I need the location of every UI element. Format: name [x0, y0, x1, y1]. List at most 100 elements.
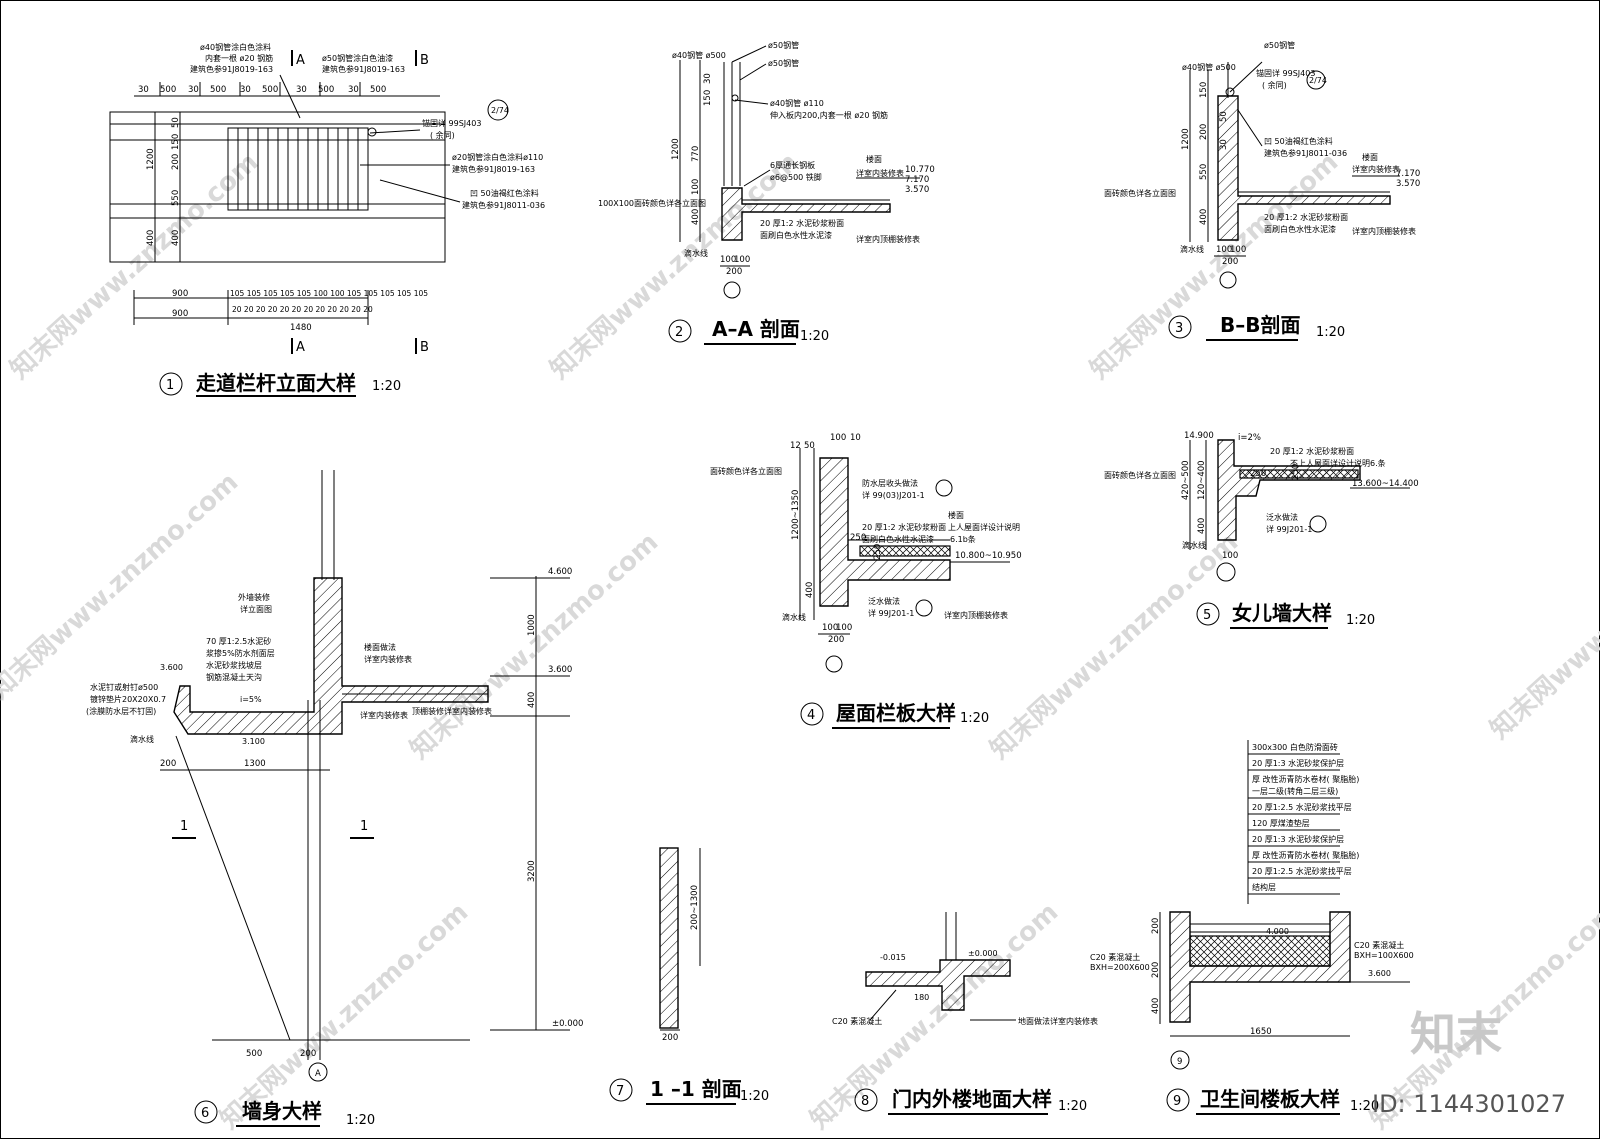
d6-dim: 1000	[527, 614, 537, 636]
title-num: 7	[616, 1084, 624, 1099]
railing-bars	[237, 128, 359, 210]
title-text: 门内外楼地面大样	[892, 1087, 1052, 1111]
d3-note: ø40钢管 ø500	[1182, 62, 1236, 72]
d2-note: ø40钢管 ø500	[672, 50, 726, 60]
title-num: 5	[1203, 608, 1211, 623]
d6-note: 滴水线	[130, 734, 154, 744]
detail-titles: 1 走道栏杆立面大样 1:20 2 A–A 剖面 1:20 3 B–B剖面 1:…	[159, 313, 1379, 1128]
d2-dim: 200	[726, 267, 742, 277]
title-detail-6: 6 墙身大样 1:20	[194, 1099, 375, 1128]
d5-dim: 250	[1250, 469, 1266, 479]
d3-dim: 200	[1222, 257, 1238, 267]
title-scale: 1:20	[1316, 325, 1345, 340]
title-detail-3: 3 B–B剖面 1:20	[1168, 313, 1345, 341]
title-scale: 1:20	[346, 1113, 375, 1128]
d3-note: 楼面	[1362, 152, 1378, 162]
title-num: 2	[675, 325, 683, 340]
d9-layer-list: 300x300 白色防滑面砖 20 厚1:3 水泥砂浆保护层 厚 改性沥青防水卷…	[1247, 740, 1359, 904]
d1-note: ø20钢管涂白色涂料ø110	[452, 152, 543, 162]
d9-note: 4.000	[1266, 927, 1289, 936]
d3-dim: 550	[1199, 164, 1209, 180]
d8-note: 地面做法详室内装修表	[1018, 1016, 1098, 1026]
title-num: 1	[166, 378, 174, 393]
d2-note: ø50钢管	[768, 58, 799, 68]
d5-dim: 100	[1222, 551, 1238, 561]
d4-dim: 250	[850, 533, 866, 543]
d1-ref-circle	[487, 99, 509, 121]
d4-axis-bubble	[825, 655, 843, 673]
d2-dim: 150	[703, 90, 713, 106]
d2-dim: 100	[734, 255, 750, 265]
d1-left-dim: 1200	[146, 148, 156, 170]
title-detail-2: 2 A–A 剖面 1:20	[668, 317, 829, 345]
d2-note: 100X100面砖颜色详各立面图	[598, 198, 706, 208]
d9-dim: 400	[1151, 998, 1161, 1014]
title-scale: 1:20	[800, 329, 829, 344]
d9-note: BXH=100X600	[1354, 951, 1414, 960]
title-detail-8: 8 门内外楼地面大样 1:20	[854, 1087, 1087, 1115]
title-text: 屋面栏板大样	[836, 701, 956, 725]
d9-note: C20 素混凝土	[1090, 952, 1140, 962]
d3-note: 面刷白色水性水泥漆	[1264, 224, 1336, 234]
d2-note: 滴水线	[684, 248, 708, 258]
d5-dim: 400	[1197, 518, 1207, 534]
d1-top-dim: 500	[318, 85, 334, 95]
d5-axis-bubble	[1216, 562, 1236, 582]
title-scale: 1:20	[740, 1089, 769, 1104]
d4-dim: 400	[805, 582, 815, 598]
d1-note: 建筑色参91J8011-036	[462, 200, 545, 210]
brand-logo: 知末	[1410, 1007, 1502, 1061]
d1-bottom-dim: 1480	[290, 323, 312, 333]
d3-elevation: 7.170	[1396, 169, 1420, 179]
d3-dim: 100	[1230, 245, 1246, 255]
d6-note: 水泥钉或射钉ø500	[90, 682, 158, 692]
d6-note: 3.100	[242, 737, 265, 746]
d5-dim: 420~500	[1181, 460, 1191, 500]
d6-note: 镀锌垫片20X20X0.7	[90, 694, 166, 704]
d9-layer: 20 厚1:3 水泥砂浆保护层	[1252, 834, 1344, 844]
d6-dim: 400	[527, 692, 537, 708]
d6-dim: 200	[160, 759, 176, 769]
detail-4-roof-parapet: 12 50 100 10 1200~1350 400 250 250 100 1…	[710, 433, 1022, 673]
title-scale: 1:20	[1346, 613, 1375, 628]
d1-top-dim: 500	[160, 85, 176, 95]
d3-dim: 50	[1219, 111, 1229, 122]
d2-elevation: 7.170	[905, 175, 929, 185]
d4-dim: 100	[822, 623, 838, 633]
section-mark-a: A	[296, 340, 305, 355]
d9-layer: 300x300 白色防滑面砖	[1252, 742, 1338, 752]
d2-note: ø50钢管	[768, 40, 799, 50]
watermark-1: 知末网www.znzmo.com	[5, 147, 265, 385]
title-text: 女儿墙大样	[1232, 601, 1332, 625]
d1-note: 锚固详 99SJ403	[422, 118, 481, 128]
d6-note: 70 厚1:2.5水泥砂	[206, 636, 271, 646]
d5-note: 不上人屋面详设计说明6.条	[1290, 458, 1386, 468]
d6-axis-bubble	[308, 1062, 328, 1082]
d5-dim: 120~400	[1197, 460, 1207, 500]
d2-note: 6厚通长钢板	[770, 160, 815, 170]
title-num: 6	[201, 1106, 209, 1121]
d1-ref: 2/74	[491, 106, 509, 115]
d6-note: 顶棚装修详室内装修表	[412, 706, 492, 716]
d9-dim: 200	[1151, 918, 1161, 934]
d4-note: 上人屋面详设计说明	[948, 522, 1020, 532]
d4-note: 20 厚1:2 水泥砂浆粉面	[862, 522, 946, 532]
d9-axis-bubble	[1170, 1050, 1190, 1070]
d4-elevation: 10.800~10.950	[955, 551, 1022, 561]
detail-1-railing-elevation: 30 500 30 500 30 500 30 500 30 500 ø40钢管…	[109, 42, 545, 355]
d4-dim: 100	[836, 623, 852, 633]
d4-note: 滴水线	[782, 612, 806, 622]
d3-note: ø50钢管	[1264, 40, 1295, 50]
d6-note: 详立面图	[240, 604, 272, 614]
d2-note: ø6@500 铁脚	[770, 172, 822, 182]
d9-dim: 200	[1151, 962, 1161, 978]
d1-note: ø40钢管涂白色涂料	[200, 42, 271, 52]
d4-note: 6.1b条	[950, 534, 976, 544]
d3-dim: 100	[1216, 245, 1232, 255]
watermark-6: 知末网www.znzmo.com	[985, 527, 1245, 765]
d3-note: 面砖颜色详各立面图	[1104, 188, 1176, 198]
d9-layer: 20 厚1:2.5 水泥砂浆找平层	[1252, 802, 1352, 812]
d5-note: 滴水线	[1182, 540, 1206, 550]
d2-note: 面刷白色水性水泥漆	[760, 230, 832, 240]
